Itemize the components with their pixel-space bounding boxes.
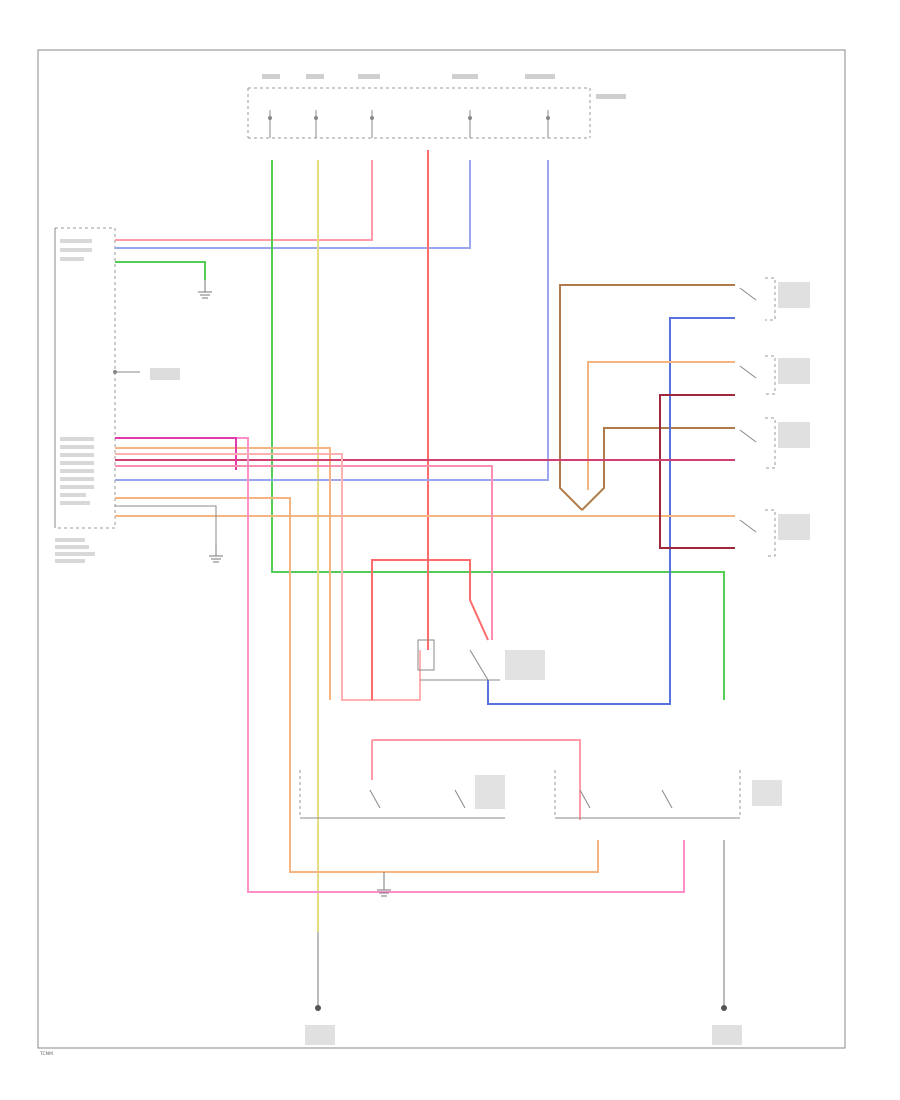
diagram-border <box>37 49 846 1049</box>
wires <box>115 150 735 932</box>
center-switch <box>417 639 545 681</box>
left-module-pin-labels <box>55 239 95 563</box>
footer-code: TCNM <box>39 1051 53 1057</box>
ground-symbols <box>198 280 742 1045</box>
fuse-box <box>247 74 626 139</box>
fuse-labels <box>262 74 626 99</box>
lower-switches <box>299 770 782 819</box>
left-module <box>54 227 180 563</box>
right-switch-modules <box>739 277 810 557</box>
fuse-symbols <box>268 110 550 138</box>
